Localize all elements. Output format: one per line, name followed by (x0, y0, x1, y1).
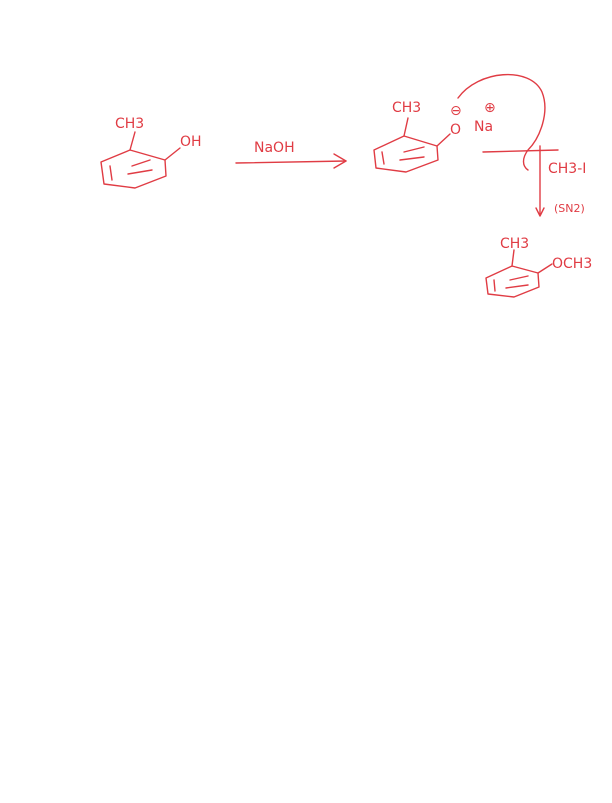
reactant-hydroxyl-bond (164, 147, 181, 161)
positive-charge-symbol: ⊕ (484, 100, 496, 116)
negative-charge-symbol: ⊖ (450, 103, 462, 119)
reactant-structure: CH3 OH (100, 116, 202, 189)
intermediate-oxygen-bond (436, 133, 451, 147)
reactant-inner-double-bond (127, 169, 153, 175)
intermediate-methyl-bond (403, 117, 409, 137)
electron-push-curve (457, 73, 546, 171)
intermediate-inner-double-bond (399, 156, 425, 161)
reaction-step-2: CH3-I (SN2) (482, 145, 586, 217)
intermediate-structure: CH3 O ⊖ ⊕ Na (373, 73, 546, 173)
product-inner-double-bond (509, 275, 529, 281)
product-methyl-bond (511, 249, 515, 267)
product-structure: CH3 OCH3 (485, 236, 592, 298)
arrow-shaft (235, 160, 347, 164)
product-methoxy-bond (537, 263, 553, 274)
reactant-methyl-label: CH3 (115, 116, 144, 132)
reagent-naoh-label: NaOH (254, 140, 295, 156)
mechanism-label: (SN2) (554, 202, 585, 215)
intermediate-oxygen-label: O (450, 122, 461, 138)
reaction-arrow-1: NaOH (235, 140, 347, 169)
reactant-inner-double-bond (131, 159, 151, 167)
reactant-methyl-bond (129, 131, 136, 151)
sodium-label: Na (474, 119, 493, 135)
intermediate-methyl-label: CH3 (392, 100, 421, 116)
intermediate-benzene-ring (373, 135, 439, 173)
product-inner-double-bond (505, 284, 529, 289)
product-methoxy-label: OCH3 (552, 256, 592, 272)
product-methyl-label: CH3 (500, 236, 529, 252)
intermediate-inner-double-bond (403, 146, 425, 153)
step-vertical-arrowhead (535, 207, 545, 217)
intermediate-inner-double-bond (381, 151, 385, 165)
product-inner-double-bond (493, 279, 496, 292)
reactant-hydroxyl-label: OH (180, 134, 202, 150)
methyl-iodide-label: CH3-I (548, 161, 586, 177)
step-divider-line (482, 149, 559, 153)
arrow-head (333, 153, 347, 169)
reactant-inner-double-bond (109, 165, 113, 181)
